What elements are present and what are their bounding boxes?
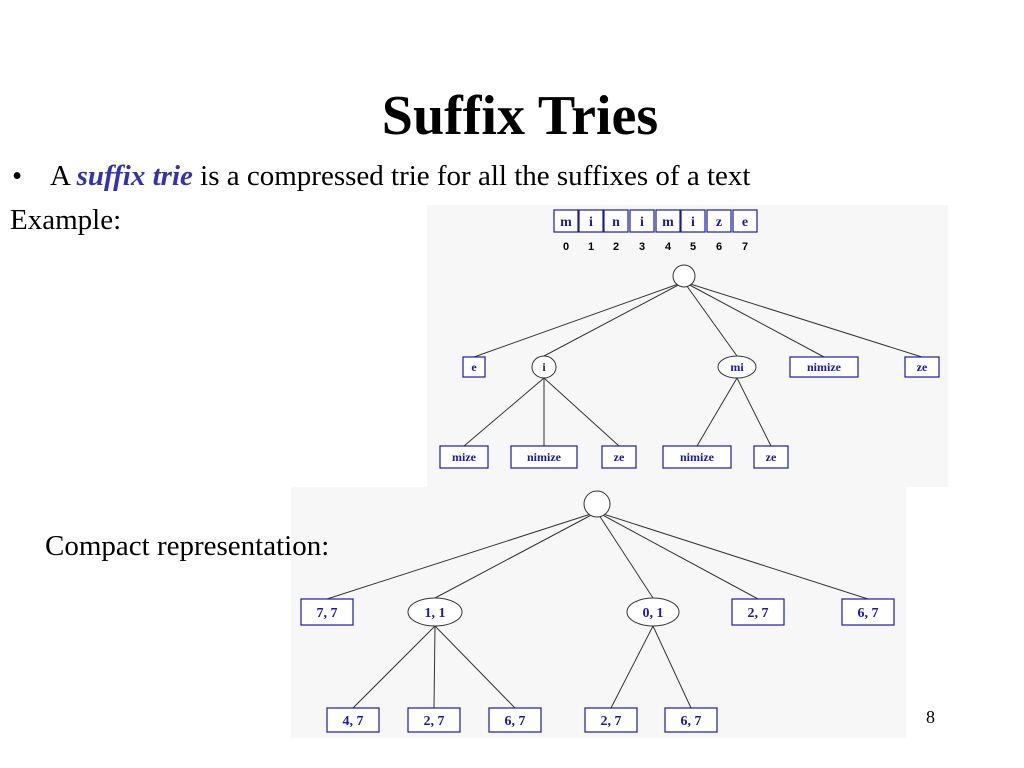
compact-edge [596,511,654,599]
text-char: i [691,215,695,230]
compact-edge [434,511,598,599]
bullet-suffix: is a compressed trie for all the suffixe… [200,160,751,192]
compact-node-box [407,707,461,733]
compact-node-label: 4, 7 [343,714,364,729]
text-char-cell [578,209,604,233]
text-char-cell [680,209,706,233]
compact-node-label: 2, 7 [424,714,445,729]
compact-representation-label: Compact representation: [45,530,330,562]
slide-title: Suffix Tries [381,85,659,147]
trie-node-label: i [542,360,546,374]
text-char: z [716,215,722,230]
text-index: 2 [613,241,619,253]
text-index: 6 [716,241,722,253]
compact-node-ellipse [407,597,463,627]
bullet-term: suffix trie [76,160,193,192]
trie-node-label: mi [730,360,744,374]
text-char-cell [655,209,681,233]
compact-node-box [584,707,638,733]
text-char: m [662,215,674,230]
compact-edge [434,625,516,709]
trie-edge [543,281,685,357]
trie-node-box [510,445,578,469]
compact-edge [610,625,654,709]
trie-root-node [672,264,696,288]
text-index: 7 [742,241,748,253]
text-char: i [640,215,644,230]
trie-node-label: ze [614,450,625,464]
trie-edge [683,281,923,358]
compact-node-box [731,598,785,626]
bullet-prefix: A [50,160,70,192]
compact-node-box [664,707,718,733]
trie-node-ellipse [531,355,557,379]
bullet-marker: • [12,160,23,192]
trie-node-label: ze [917,360,928,374]
compact-node-label: 6, 7 [681,714,702,729]
trie-node-label: nimize [527,450,562,464]
compact-root-node [583,490,611,518]
text-index: 4 [665,241,672,253]
example-trie-diagram: m 0 i 1 n 2 i 3 m 4 i 5 z 6 e 7 e i mi nimize ze mize nimize ze… [439,209,940,469]
trie-node-label: nimize [807,360,842,374]
compact-node-label: 0, 1 [643,606,664,621]
compact-edge [596,511,759,600]
trie-node-box [753,445,789,469]
compact-edge [652,625,692,709]
text-index: 5 [690,241,696,253]
trie-node-box [439,445,489,469]
trie-node-box [462,356,486,378]
definition-bullet: • A suffix trie is a compressed trie for … [12,160,750,193]
trie-node-label: nimize [680,450,715,464]
text-char: e [742,215,748,230]
compact-edge [596,511,869,600]
compact-node-box [488,707,542,733]
example-label: Example: [10,204,122,236]
trie-node-box [601,445,637,469]
trie-node-box [662,445,732,469]
compact-edge [326,511,598,600]
text-index: 1 [588,241,594,253]
compact-node-label: 7, 7 [317,606,338,621]
compact-node-box [841,598,895,626]
text-index: 3 [639,241,645,253]
trie-node-label: ze [766,450,777,464]
compact-node-label: 2, 7 [748,606,769,621]
compact-node-ellipse [626,597,680,627]
text-char-cell [629,209,655,233]
compact-node-box [300,598,354,626]
text-char-cell [553,209,579,233]
trie-edge [736,377,772,447]
compact-edge [352,625,436,709]
text-index: 0 [563,241,569,253]
trie-edge [473,281,685,358]
text-char-cell [706,209,732,233]
text-char-cell [603,209,629,233]
page-number: 8 [926,707,935,727]
trie-node-label: mize [452,450,477,464]
example-trie-figure: m 0 i 1 n 2 i 3 m 4 i 5 z 6 e 7 e i mi nimize ze mize nimize ze… [427,205,948,487]
text-char: i [589,215,593,230]
compact-trie-figure: 7, 7 1, 1 0, 1 2, 7 6, 7 4, 7 2, 7 6, 7 2, 7 6, 7 [291,487,906,738]
trie-edge [463,377,545,447]
trie-edge [683,281,825,358]
trie-edge [696,377,738,447]
text-char: m [560,215,572,230]
compact-trie-diagram: 7, 7 1, 1 0, 1 2, 7 6, 7 4, 7 2, 7 6, 7 2, 7 6, 7 [300,490,895,733]
text-char: n [612,215,620,230]
compact-node-label: 1, 1 [425,606,446,621]
compact-node-label: 6, 7 [505,714,526,729]
compact-node-label: 6, 7 [858,606,879,621]
trie-node-box [904,356,940,378]
trie-edge [543,377,620,447]
trie-edge [683,281,738,357]
compact-node-label: 2, 7 [601,714,622,729]
compact-edge [433,625,436,709]
trie-node-label: e [471,360,477,374]
compact-node-box [326,707,380,733]
trie-node-box [789,356,859,378]
trie-node-ellipse [717,355,757,379]
text-char-cell [732,209,758,233]
